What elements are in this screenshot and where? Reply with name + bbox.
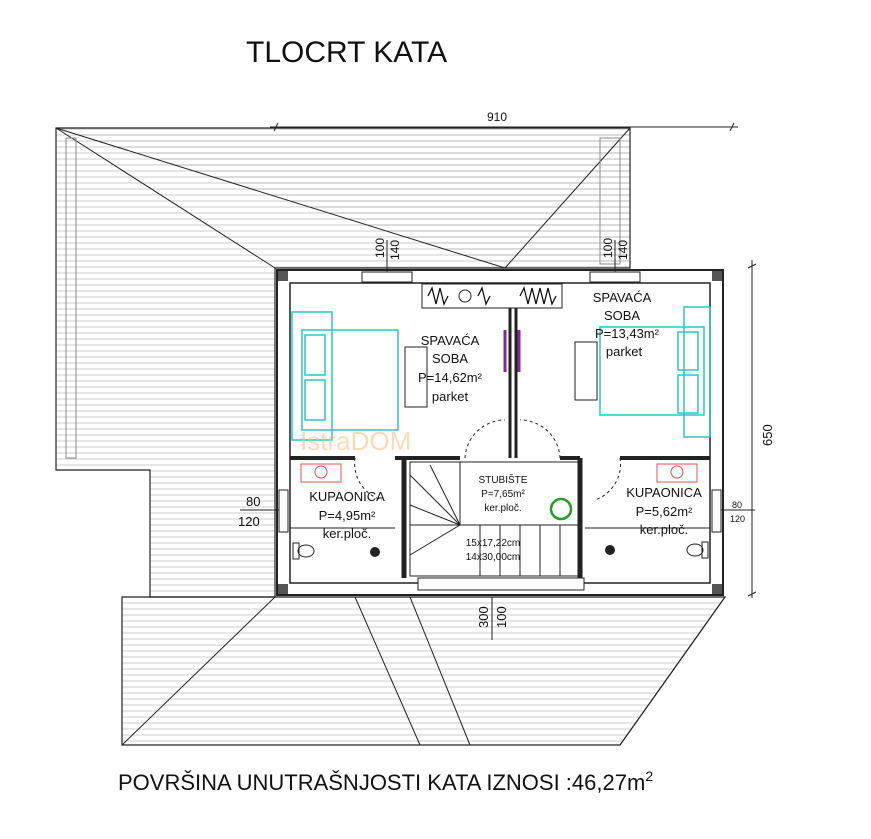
- staircase: [409, 461, 581, 577]
- plan-title: TLOCRT KATA: [246, 36, 447, 69]
- room-area: P=4,95m²: [319, 508, 376, 523]
- dimension-label: 80: [246, 494, 260, 509]
- stairs-rise: 15x17,22cm: [466, 538, 520, 549]
- room-name: STUBIŠTE: [479, 473, 528, 486]
- dimension-label: 120: [730, 514, 745, 524]
- dimension-lines: [240, 122, 757, 640]
- room-area: P=13,43m²: [595, 326, 660, 341]
- room-floor: ker.ploč.: [484, 503, 521, 514]
- watermark-logo: IstraDOM: [300, 426, 411, 456]
- drain-icon: [605, 545, 615, 555]
- room-area: P=7,65m²: [481, 489, 525, 500]
- dimension-label: 100: [373, 238, 387, 258]
- dimension-height: 650: [760, 424, 775, 446]
- room-floor: parket: [606, 344, 643, 359]
- room-floor: ker.ploč.: [640, 522, 688, 537]
- nightstand: [574, 341, 598, 401]
- room-floor: ker.ploč.: [323, 526, 371, 541]
- toilet-icon: [686, 541, 709, 559]
- dimension-label: 100: [601, 238, 615, 258]
- sink-icon: [300, 463, 342, 483]
- room-area: P=5,62m²: [636, 504, 693, 519]
- bed-right: [599, 306, 711, 438]
- room-name: KUPAONICA: [626, 485, 702, 500]
- room-area: P=14,62m²: [418, 370, 483, 385]
- roof: [55, 127, 727, 746]
- dimension-width: 910: [487, 110, 507, 124]
- room-name: KUPAONICA: [309, 489, 385, 504]
- plant-icon: [549, 497, 573, 521]
- dimension-label: 140: [616, 240, 630, 260]
- nightstand: [404, 346, 428, 408]
- dimension-label: 300: [476, 606, 491, 628]
- floor-area-summary: POVRŠINA UNUTRAŠNJOSTI KATA IZNOSI :46,2…: [118, 768, 653, 795]
- dimension-label: 140: [388, 240, 402, 260]
- toilet-icon: [292, 542, 315, 560]
- room-name: SOBA: [432, 351, 468, 366]
- drain-icon: [370, 547, 380, 557]
- room-name: SPAVAĆA: [593, 290, 652, 305]
- sink-icon: [656, 463, 698, 483]
- room-name: SPAVAĆA: [421, 333, 480, 348]
- room-name: SOBA: [604, 308, 640, 323]
- dimension-label: 120: [238, 514, 260, 529]
- dimension-label: 100: [494, 606, 509, 628]
- room-floor: parket: [432, 389, 469, 404]
- stairs-run: 14x30,00cm: [466, 552, 520, 563]
- dimension-label: 80: [732, 500, 742, 510]
- bed-left: [291, 311, 399, 441]
